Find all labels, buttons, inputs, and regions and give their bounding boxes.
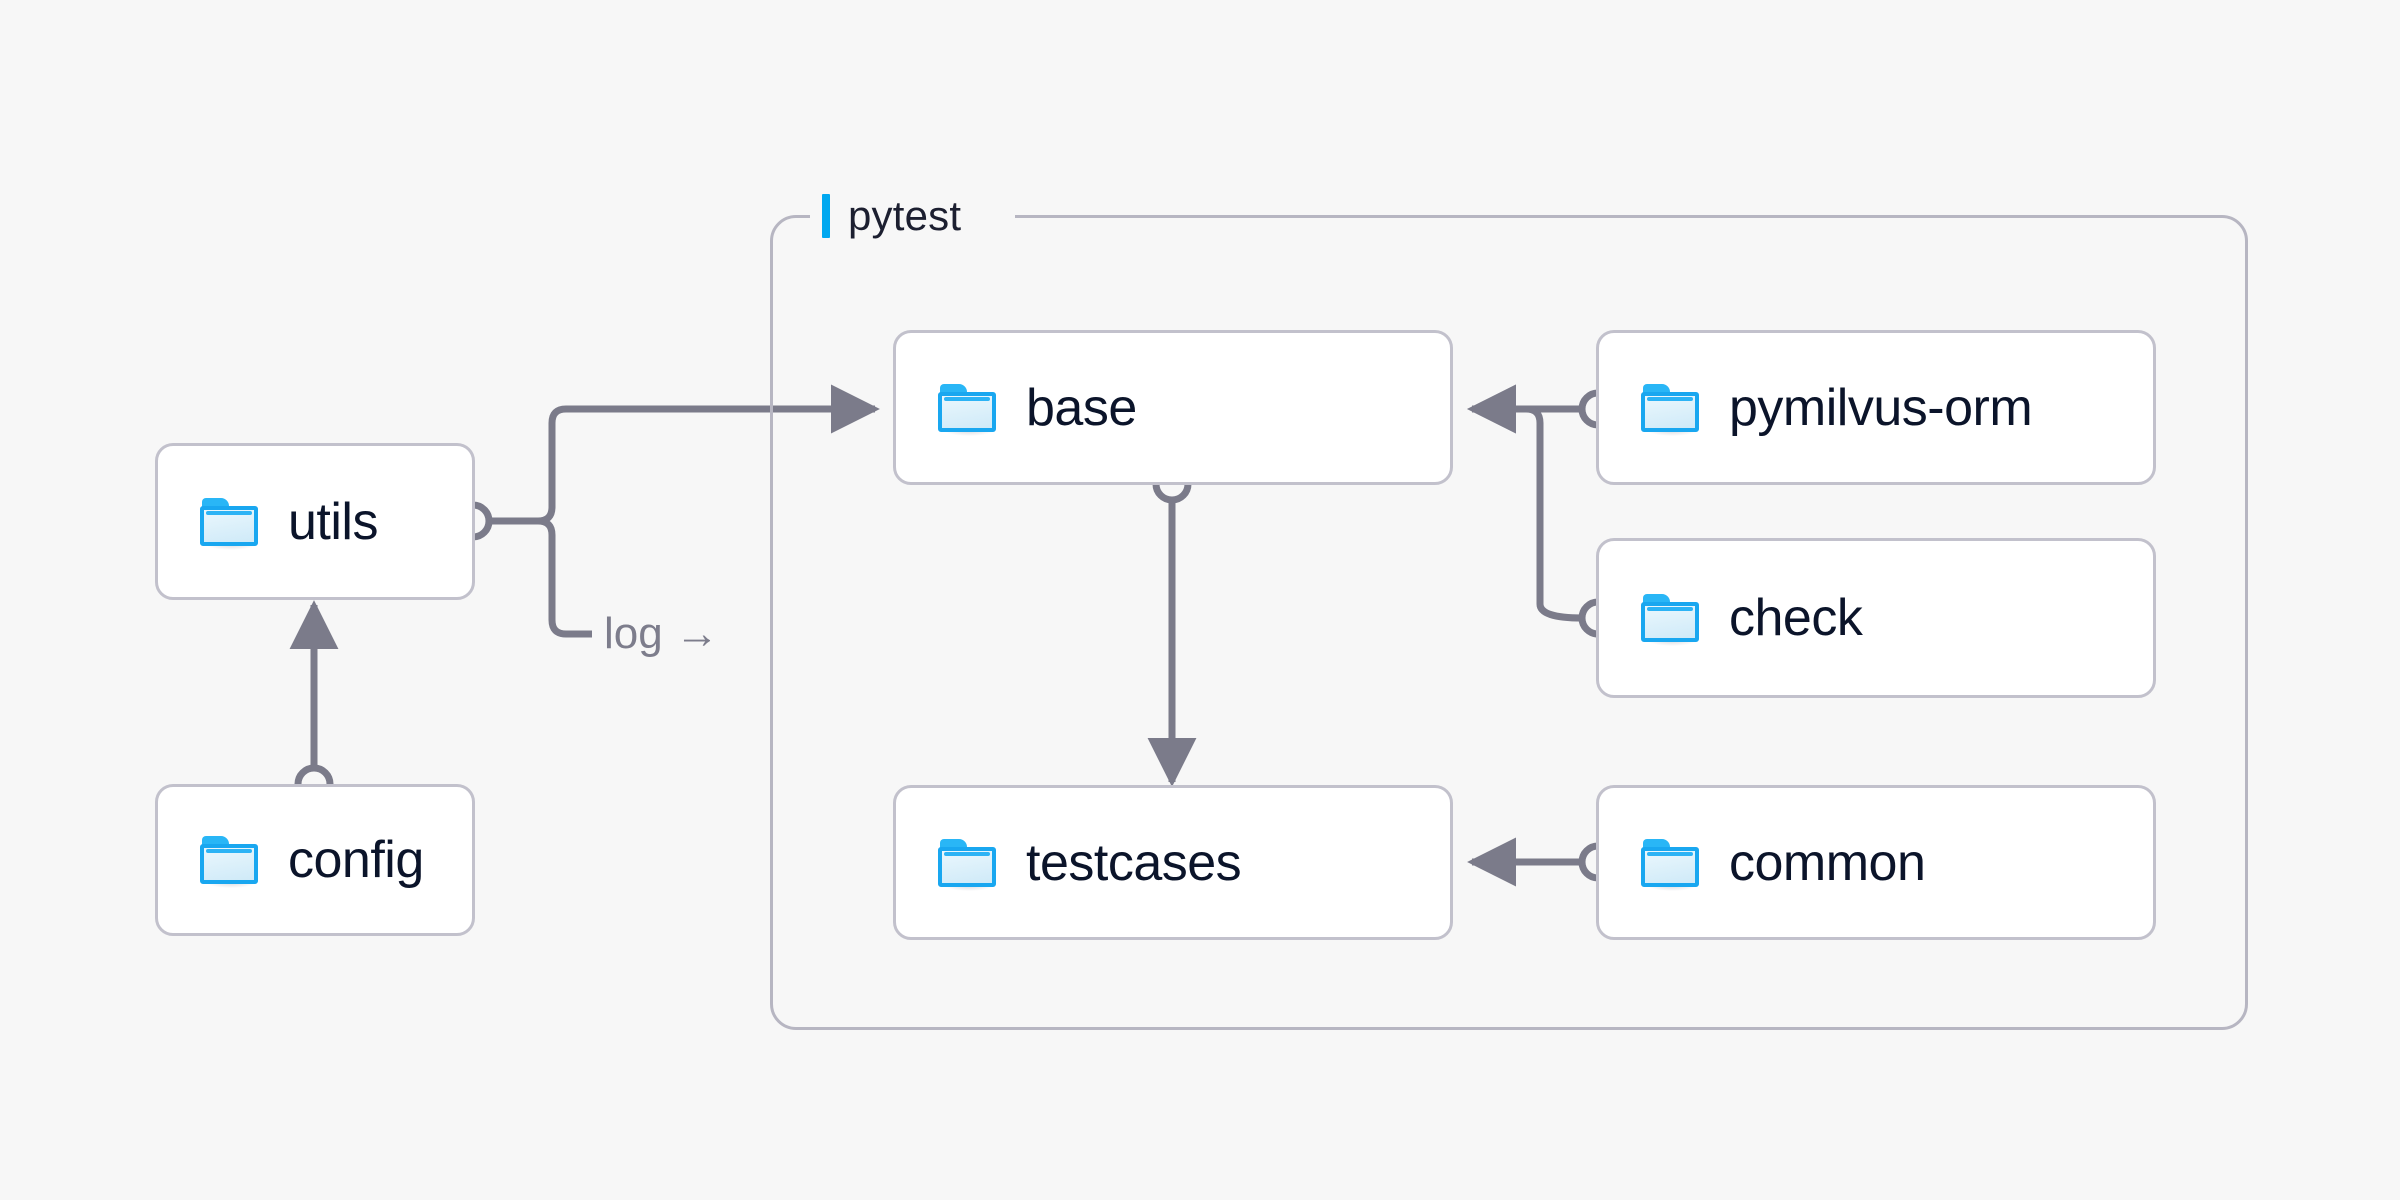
node-config[interactable]: config [155, 784, 475, 936]
pytest-group-container [770, 215, 2248, 1030]
node-label-pymilvus-orm: pymilvus-orm [1729, 378, 2033, 437]
folder-icon [1641, 838, 1699, 891]
folder-icon [200, 497, 258, 550]
group-accent-bar [822, 194, 830, 238]
edge-utils-log [487, 517, 592, 638]
folder-icon-body [1641, 846, 1699, 887]
group-label: pytest [822, 194, 961, 238]
folder-icon-body [1641, 391, 1699, 432]
node-testcases[interactable]: testcases [893, 785, 1453, 940]
group-label-mask [810, 200, 1015, 230]
folder-icon-body [200, 505, 258, 546]
node-label-base: base [1026, 378, 1137, 437]
node-label-common: common [1729, 833, 1926, 892]
folder-icon-body [938, 846, 996, 887]
folder-icon [200, 836, 258, 888]
node-label-testcases: testcases [1026, 833, 1242, 892]
folder-icon [938, 838, 996, 891]
node-label-utils: utils [288, 492, 378, 551]
folder-icon [938, 383, 996, 436]
edge-label-log: log → [604, 609, 719, 658]
node-label-config: config [288, 831, 424, 889]
node-common[interactable]: common [1596, 785, 2156, 940]
node-check[interactable]: check [1596, 538, 2156, 698]
folder-icon [1641, 383, 1699, 436]
folder-icon-body [1641, 602, 1699, 642]
folder-icon-body [938, 391, 996, 432]
node-utils[interactable]: utils [155, 443, 475, 600]
edge-config-utils [289, 600, 339, 804]
folder-icon-body [200, 844, 258, 884]
node-pymilvus-orm[interactable]: pymilvus-orm [1596, 330, 2156, 485]
node-base[interactable]: base [893, 330, 1453, 485]
group-label-text: pytest [848, 192, 962, 239]
folder-icon [1641, 594, 1699, 646]
node-label-check: check [1729, 589, 1863, 647]
